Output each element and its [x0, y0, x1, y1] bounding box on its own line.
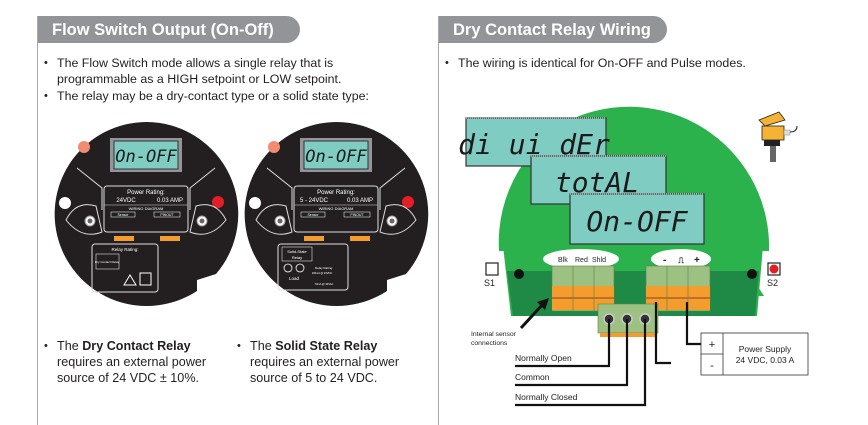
svg-text:Sensor: Sensor	[117, 213, 129, 217]
led-orange-icon	[78, 141, 90, 153]
wire-common	[515, 319, 629, 387]
svg-text:Power Rating:: Power Rating:	[317, 190, 355, 196]
svg-text:PINOUT: PINOUT	[160, 213, 174, 217]
svg-text:connections: connections	[471, 340, 508, 347]
bullet-item: The Flow Switch mode allows a single rel…	[38, 55, 347, 87]
led-red-icon	[212, 196, 224, 208]
svg-text:Dry Contact Relay: Dry Contact Relay	[95, 260, 120, 264]
svg-text:⎍: ⎍	[677, 256, 684, 265]
svg-text:Solid-State: Solid-State	[287, 249, 307, 254]
s1-button	[485, 262, 499, 276]
wire-normally-closed	[515, 319, 647, 407]
svg-text:S1: S1	[484, 278, 495, 288]
double-insulation-icon	[139, 272, 152, 286]
bullet-item: The wiring is identical for On-OFF and P…	[439, 55, 839, 71]
svg-text:WIRING DIAGRAM: WIRING DIAGRAM	[319, 206, 354, 211]
svg-text:-: -	[663, 255, 666, 266]
lcd-display-text: On-OFF	[115, 147, 177, 167]
label-normally-closed: Normally Closed	[515, 392, 578, 402]
warning-icon	[123, 274, 137, 286]
lcd-screen	[303, 140, 369, 170]
bullet-item: The relay may be a dry-contact type or a…	[38, 88, 418, 104]
svg-text:-: -	[710, 360, 714, 372]
svg-text:+: +	[709, 339, 715, 351]
svg-text:Internal sensor: Internal sensor	[471, 331, 517, 338]
led-white-icon	[59, 197, 71, 209]
svg-text:Power Rating:: Power Rating:	[127, 190, 165, 196]
svg-text:WIRING DIAGRAM: WIRING DIAGRAM	[129, 206, 164, 211]
svg-text:Load: Load	[289, 276, 300, 281]
svg-text:0.03 AMP: 0.03 AMP	[157, 198, 183, 204]
label-common: Common	[515, 372, 550, 382]
relay-wiring-panel: Dry Contact Relay Wiring The wiring is i…	[438, 16, 859, 425]
lcd-display-text: On-OFF	[305, 147, 367, 167]
wiring-diagram: di ui dEr totAL On-OFF Blk Red Shld - ⎍ …	[458, 106, 809, 407]
section-header: Flow Switch Output (On-Off)	[38, 16, 300, 43]
dry-contact-meter-illustration: On-OFF Power Rating: 24VDC 0.03 AMP WIRI…	[54, 121, 239, 306]
svg-text:Power Supply: Power Supply	[739, 344, 792, 354]
lcd-text: On-OFF	[586, 205, 688, 238]
wire-normally-open	[515, 319, 611, 368]
led-white-icon	[249, 197, 261, 209]
svg-text:Red: Red	[575, 257, 588, 264]
svg-text:0.03 AMP: 0.03 AMP	[347, 198, 373, 204]
label-normally-open: Normally Open	[515, 353, 572, 363]
svg-text:24 VDC, 0.03 A: 24 VDC, 0.03 A	[736, 355, 795, 365]
svg-text:+: +	[694, 255, 700, 266]
svg-text:Relay Rating:: Relay Rating:	[111, 247, 138, 252]
flow-sensor-icon	[758, 111, 798, 162]
lcd-screen-onoff	[569, 193, 705, 245]
lcd-screen	[113, 140, 179, 170]
svg-text:Relay Rating:: Relay Rating:	[315, 266, 333, 270]
svg-text:Blk: Blk	[558, 257, 568, 264]
intro-bullets: The wiring is identical for On-OFF and P…	[439, 55, 839, 71]
svg-text:100mA @ 40VDC: 100mA @ 40VDC	[312, 271, 333, 275]
arrow-icon	[537, 298, 549, 310]
svg-text:24VDC: 24VDC	[116, 198, 136, 204]
led-red-icon	[402, 196, 414, 208]
svg-text:PINOUT: PINOUT	[350, 213, 364, 217]
solid-state-note: The Solid State Relay requires an extern…	[231, 338, 426, 386]
svg-text:5 - 24VDC: 5 - 24VDC	[300, 198, 329, 204]
bullet-item: The Solid State Relay requires an extern…	[231, 338, 426, 386]
intro-bullets: The Flow Switch mode allows a single rel…	[38, 55, 418, 104]
svg-text:S2: S2	[767, 278, 778, 288]
solid-state-meter-illustration: On-OFF Power Rating: 5 - 24VDC 0.03 AMP …	[244, 121, 429, 306]
bullet-item: The Dry Contact Relay requires an extern…	[38, 338, 228, 386]
flow-switch-panel: Flow Switch Output (On-Off) The Flow Swi…	[37, 16, 429, 425]
connector	[160, 236, 180, 241]
svg-text:Relay: Relay	[292, 255, 302, 260]
svg-text:Sensor: Sensor	[307, 213, 319, 217]
svg-text:70mA @ 30VAC: 70mA @ 30VAC	[315, 282, 334, 286]
dry-contact-note: The Dry Contact Relay requires an extern…	[38, 338, 228, 386]
connector	[114, 236, 134, 241]
section-header: Dry Contact Relay Wiring	[439, 16, 667, 43]
wire-minus	[654, 302, 671, 365]
svg-text:Shld: Shld	[592, 257, 606, 264]
led-orange-icon	[268, 141, 280, 153]
wire-plus	[685, 302, 701, 346]
